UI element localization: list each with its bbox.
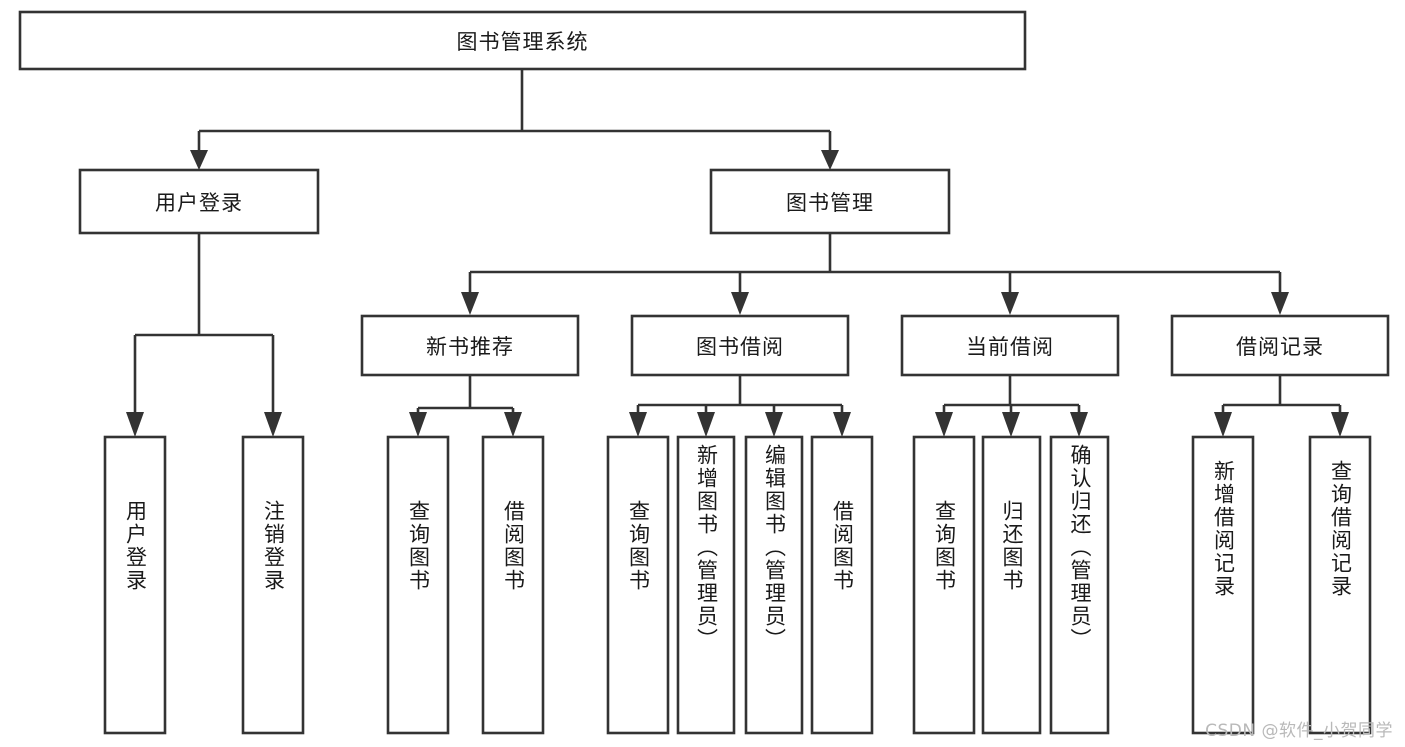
node-box-leaf-book-borrow-2[interactable]	[744, 435, 804, 735]
arrow-to-book-borrow	[731, 292, 749, 315]
arrow-to-user-login	[190, 150, 208, 170]
watermark: CSDN @软件_小贺同学	[1205, 721, 1393, 741]
arrow-to-borrow-record	[1271, 292, 1289, 315]
node-box-leaf-book-borrow-0[interactable]	[606, 435, 670, 735]
node-box-current-borrow[interactable]	[900, 314, 1120, 377]
node-box-layer	[18, 10, 1390, 735]
arrow-to-book-manage	[821, 150, 839, 170]
arrow-leaf-current-borrow-0	[935, 412, 953, 437]
arrow-to-new-book	[461, 292, 479, 315]
arrow-leaf-borrow-record-1	[1331, 412, 1349, 437]
node-box-book-manage[interactable]	[709, 168, 951, 235]
node-box-user-login[interactable]	[78, 168, 320, 235]
node-box-leaf-new-book-0[interactable]	[386, 435, 450, 735]
node-box-book-borrow[interactable]	[630, 314, 850, 377]
node-box-leaf-user-login-1[interactable]	[241, 435, 305, 735]
node-box-leaf-book-borrow-3[interactable]	[810, 435, 874, 735]
arrow-leaf-new-book-1	[504, 412, 522, 437]
connector-layer	[126, 69, 1349, 437]
node-box-leaf-new-book-1[interactable]	[481, 435, 545, 735]
arrow-leaf-book-borrow-0	[629, 412, 647, 437]
node-box-leaf-borrow-record-1[interactable]	[1308, 435, 1372, 735]
node-box-leaf-current-borrow-2[interactable]	[1049, 435, 1110, 735]
arrow-leaf-new-book-0	[409, 412, 427, 437]
node-box-root[interactable]	[18, 10, 1027, 71]
node-box-leaf-current-borrow-0[interactable]	[912, 435, 976, 735]
arrow-leaf-book-borrow-1	[697, 412, 715, 437]
node-box-leaf-current-borrow-1[interactable]	[981, 435, 1042, 735]
node-box-leaf-book-borrow-1[interactable]	[676, 435, 736, 735]
arrow-leaf-borrow-record-0	[1214, 412, 1232, 437]
node-box-leaf-user-login-0[interactable]	[103, 435, 167, 735]
node-box-new-book-recommend[interactable]	[360, 314, 580, 377]
arrow-leaf-user-login-0	[126, 412, 144, 437]
node-box-borrow-record[interactable]	[1170, 314, 1390, 377]
arrow-leaf-current-borrow-2	[1070, 412, 1088, 437]
node-box-leaf-borrow-record-0[interactable]	[1191, 435, 1255, 735]
arrow-leaf-book-borrow-2	[765, 412, 783, 437]
arrow-leaf-user-login-1	[264, 412, 282, 437]
arrow-leaf-book-borrow-3	[833, 412, 851, 437]
arrow-leaf-current-borrow-1	[1002, 412, 1020, 437]
arrow-to-current-borrow	[1001, 292, 1019, 315]
